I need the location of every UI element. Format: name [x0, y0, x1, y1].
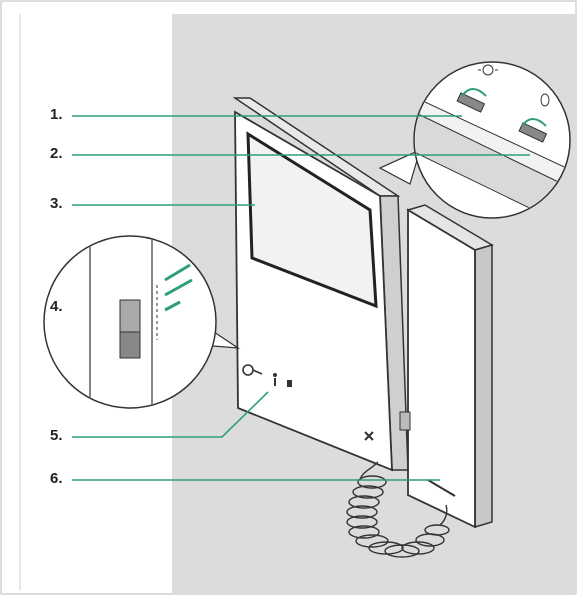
- zoom-pointer-top: [378, 148, 421, 185]
- handset-logo: [427, 479, 456, 497]
- callout-label-3: 3.: [50, 195, 63, 212]
- callout-label-1: 1.: [50, 106, 63, 123]
- sun-icon: [478, 64, 498, 76]
- person-icon: [273, 373, 277, 386]
- callout-label-2: 2.: [50, 145, 63, 162]
- zoom-detail-left: [43, 235, 241, 409]
- bell-icon: [287, 380, 292, 387]
- monitor-screen: [246, 131, 378, 309]
- callout-label-5: 5.: [50, 427, 63, 444]
- callout-label-4: 4.: [50, 298, 63, 315]
- leader-line-5: [72, 391, 269, 438]
- handset-hook: [399, 411, 411, 431]
- callout-label-6: 6.: [50, 470, 63, 487]
- key-icon: [242, 364, 263, 376]
- handset-body: [407, 208, 476, 529]
- speaker-icon: [540, 93, 550, 107]
- side-switch: [119, 299, 141, 333]
- microphone-icon: [364, 431, 374, 441]
- brightness-wheel: [456, 88, 487, 113]
- leader-lines: [72, 115, 530, 481]
- volume-wheel: [518, 118, 548, 143]
- handset-side: [474, 243, 493, 529]
- coiled-cord: [346, 461, 450, 558]
- zoom-detail-top: [378, 61, 571, 219]
